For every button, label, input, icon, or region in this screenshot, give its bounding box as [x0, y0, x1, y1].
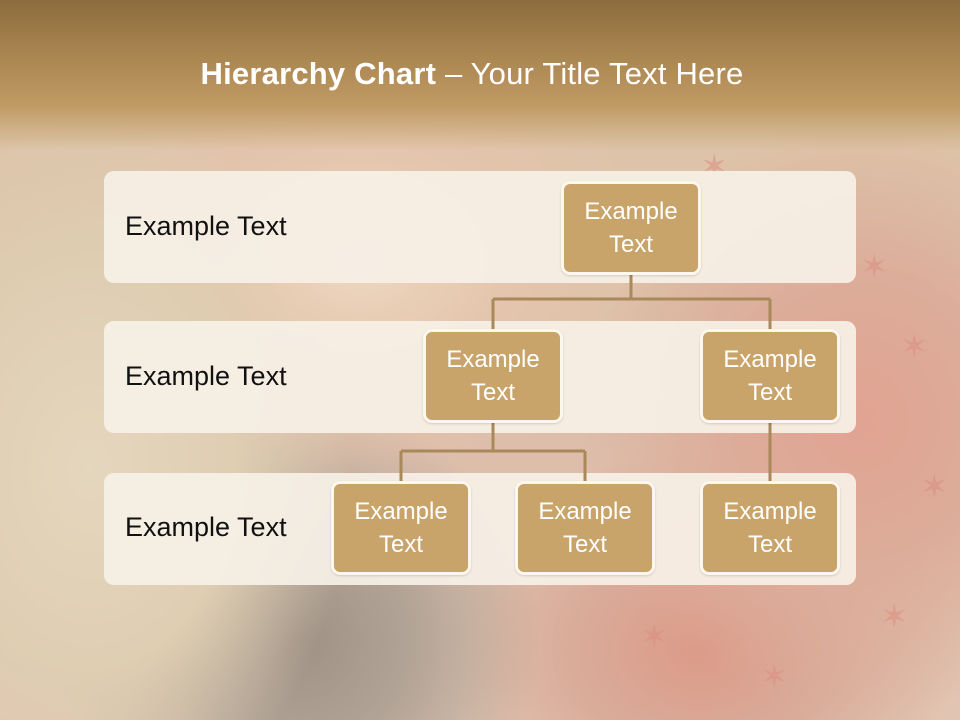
- maple-leaf-decoration: ✶: [760, 658, 789, 696]
- maple-leaf-decoration: ✶: [900, 328, 929, 366]
- maple-leaf-decoration: ✶: [920, 468, 949, 506]
- node-level3-middle[interactable]: Example Text: [515, 481, 655, 575]
- node-level3-middle-text: Example Text: [538, 498, 632, 558]
- node-root-text: Example Text: [584, 198, 678, 258]
- level-label-1: Example Text: [125, 211, 287, 241]
- maple-leaf-decoration: ✶: [640, 618, 669, 656]
- node-level2-left-text: Example Text: [446, 346, 540, 406]
- node-level2-right[interactable]: Example Text: [700, 329, 840, 423]
- level-band-1: [104, 171, 856, 283]
- title-banner: [0, 0, 960, 150]
- node-level3-left[interactable]: Example Text: [331, 481, 471, 575]
- node-level2-right-text: Example Text: [723, 346, 817, 406]
- title-bold: Hierarchy Chart: [200, 56, 437, 91]
- maple-leaf-decoration: ✶: [860, 248, 889, 286]
- title-rest: Your Title Text Here: [470, 56, 744, 91]
- level-label-2: Example Text: [125, 361, 287, 391]
- title-dash: –: [436, 56, 471, 91]
- maple-leaf-decoration: ✶: [880, 598, 909, 636]
- slide-title: Hierarchy Chart – Your Title Text Here: [0, 56, 944, 92]
- node-level3-right-text: Example Text: [723, 498, 817, 558]
- level-label-3: Example Text: [125, 512, 287, 542]
- node-level3-right[interactable]: Example Text: [700, 481, 840, 575]
- node-level2-left[interactable]: Example Text: [423, 329, 563, 423]
- node-level3-left-text: Example Text: [354, 498, 448, 558]
- node-root[interactable]: Example Text: [561, 181, 701, 275]
